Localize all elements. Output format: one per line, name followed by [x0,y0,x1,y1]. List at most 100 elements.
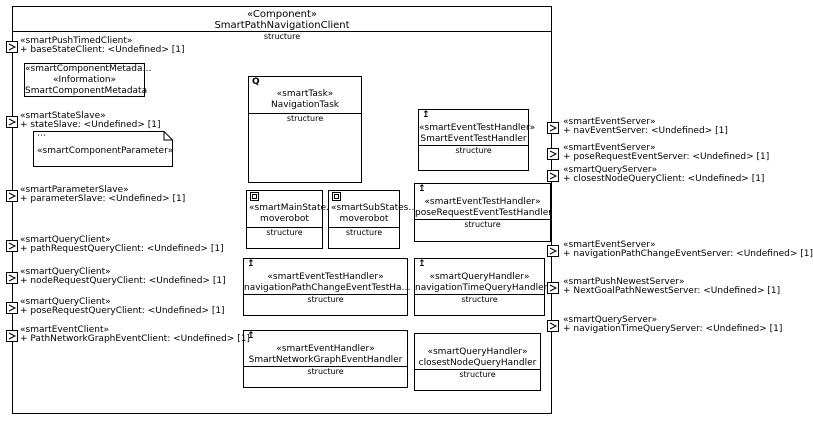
left-port-1-stereotype: «smartStateSlave» [20,111,106,121]
right-port-2[interactable] [547,170,559,182]
port-arrow-icon [8,274,17,282]
event-test-2-stereotype: «smartEventTestHandler» [424,197,541,207]
event-test-1-compartment: structure [419,145,528,156]
left-port-5-stereotype: «smartQueryClient» [20,297,111,307]
port-arrow-icon [8,242,17,250]
left-port-6[interactable] [6,330,18,342]
event-test-3-name: navigationPathChangeEventTestHa… [244,283,411,293]
handler-icon: ↥ [418,259,426,269]
left-port-3[interactable] [6,240,18,252]
port-arrow-icon [8,118,17,126]
right-port-1-name: + poseRequestEventServer: <Undefined> [1… [563,152,770,162]
metadata-line-2: «Information» [52,75,117,85]
handler-icon: ↥ [422,110,430,120]
main-states-name: moverobot [260,214,309,224]
right-port-0-name: + navEventServer: <Undefined> [1] [563,126,728,136]
right-port-5[interactable] [547,320,559,332]
task-compartment: structure [249,113,361,124]
right-port-3-stereotype: «smartEventServer» [563,240,656,250]
handler-icon: ↥ [247,331,255,341]
left-port-6-name: + PathNetworkGraphEventClient: <Undefine… [20,334,250,344]
port-arrow-icon [549,247,558,255]
navigation-task-block[interactable]: Q «smartTask» NavigationTask structure [248,76,362,183]
port-arrow-icon [549,322,558,330]
component-stereotype: «Component» [246,9,318,20]
note-shape [33,131,173,167]
query-handler-2-compartment: structure [415,369,540,380]
right-port-5-stereotype: «smartQueryServer» [563,315,658,325]
event-handler-name: SmartNetworkGraphEventHandler [248,355,403,365]
left-port-0[interactable] [6,41,18,53]
sub-states-name: moverobot [339,214,389,224]
query-handler-block-1[interactable]: ↥ «smartQueryHandler» navigationTimeQuer… [414,258,548,316]
event-test-handler-block-1[interactable]: ↥ «smartEventTestHandler» SmartEventTest… [418,109,536,171]
right-port-0[interactable] [547,122,559,134]
handler-icon: ↥ [418,184,426,194]
left-port-0-name: + baseStateClient: <Undefined> [1] [20,45,185,55]
port-arrow-icon [549,284,558,292]
component-header: «Component» SmartPathNavigationClient [13,9,551,31]
state-machine-icon [332,192,341,204]
query-handler-2-name: closestNodeQueryHandler [418,358,537,368]
note-label: «smartComponentParameter» [37,146,174,156]
port-arrow-icon [549,150,558,158]
note-icon: ⋯ [37,131,46,141]
component-metadata-box[interactable]: «smartComponentMetada… «Information» Sma… [24,63,152,97]
left-port-6-stereotype: «smartEventClient» [20,325,110,335]
sub-states-compartment: structure [329,227,399,238]
task-name: NavigationTask [271,100,339,110]
port-arrow-icon [8,304,17,312]
event-test-2-name: poseRequestEventTestHandler [415,208,552,218]
event-test-handler-block-3[interactable]: ↥ «smartEventTestHandler» navigationPath… [243,258,411,316]
task-stereotype: «smartTask» [276,89,334,99]
right-port-4[interactable] [547,282,559,294]
event-test-1-stereotype: «smartEventTestHandler» [419,123,536,133]
main-states-stereotype: «smartMainState… [249,203,336,213]
sub-states-block[interactable]: «smartSubStates… moverobot structure [328,190,418,249]
left-port-3-stereotype: «smartQueryClient» [20,235,111,245]
right-port-0-stereotype: «smartEventServer» [563,117,656,127]
component-parameter-note[interactable]: ⋯ «smartComponentParameter» [33,131,173,167]
left-port-3-name: + pathRequestQueryClient: <Undefined> [1… [20,244,224,254]
component-compartment: structure [13,31,551,42]
sub-states-stereotype: «smartSubStates… [331,203,418,213]
left-port-0-stereotype: «smartPushTimedClient» [20,36,133,46]
left-port-1[interactable] [6,116,18,128]
right-port-1[interactable] [547,148,559,160]
right-port-4-stereotype: «smartPushNewestServer» [563,277,685,287]
query-handler-1-compartment: structure [415,294,544,305]
port-arrow-icon [549,124,558,132]
port-arrow-icon [549,172,558,180]
right-port-3-name: + navigationPathChangeEventServer: <Unde… [563,249,813,259]
right-port-5-name: + navigationTimeQueryServer: <Undefined>… [563,324,783,334]
state-machine-icon [250,192,259,204]
main-states-block[interactable]: «smartMainState… moverobot structure [246,190,336,249]
left-port-2[interactable] [6,190,18,202]
metadata-line-1: «smartComponentMetada… [25,64,152,74]
event-handler-stereotype: «smartEventHandler» [276,344,375,354]
query-handler-1-stereotype: «smartQueryHandler» [429,272,530,282]
left-port-2-stereotype: «smartParameterSlave» [20,185,129,195]
event-handler-block[interactable]: ↥ «smartEventHandler» SmartNetworkGraphE… [243,330,408,388]
left-port-4[interactable] [6,272,18,284]
port-arrow-icon [8,192,17,200]
event-test-3-compartment: structure [244,294,407,305]
event-test-1-name: SmartEventTestHandler [420,134,527,144]
left-port-4-name: + nodeRequestQueryClient: <Undefined> [1… [20,276,226,286]
right-port-3[interactable] [547,245,559,257]
right-port-2-stereotype: «smartQueryServer» [563,165,658,175]
left-port-2-name: + parameterSlave: <Undefined> [1] [20,194,186,204]
query-handler-block-2[interactable]: «smartQueryHandler» closestNodeQueryHand… [414,333,541,391]
event-test-3-stereotype: «smartEventTestHandler» [267,272,384,282]
event-handler-compartment: structure [244,366,407,377]
query-handler-2-stereotype: «smartQueryHandler» [427,347,528,357]
left-port-4-stereotype: «smartQueryClient» [20,267,111,277]
right-port-2-name: + closestNodeQueryClient: <Undefined> [1… [563,174,765,184]
left-port-5[interactable] [6,302,18,314]
component-name: SmartPathNavigationClient [214,20,350,31]
right-port-4-name: + NextGoalPathNewestServer: <Undefined> … [563,286,781,296]
query-handler-1-name: navigationTimeQueryHandler [415,283,548,293]
event-test-handler-block-2[interactable]: ↥ «smartEventTestHandler» poseRequestEve… [414,183,552,242]
handler-icon: ↥ [247,259,255,269]
right-port-1-stereotype: «smartEventServer» [563,143,656,153]
